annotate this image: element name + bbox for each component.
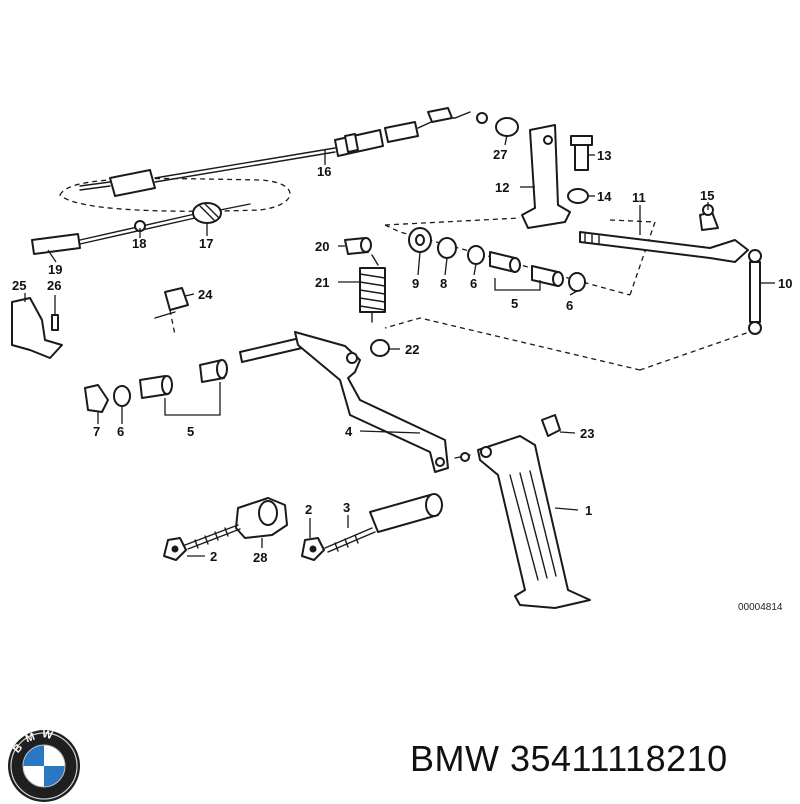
callout-26: 26 — [47, 278, 61, 293]
callout-20: 20 — [315, 239, 329, 254]
callout-22: 22 — [405, 342, 419, 357]
link-rod — [748, 249, 762, 335]
callout-14: 14 — [597, 189, 612, 204]
throttle-cable — [31, 107, 471, 255]
callout-25: 25 — [12, 278, 26, 293]
callout-5-lower: 5 — [187, 424, 194, 439]
pedal-stop — [163, 497, 288, 561]
bmw-roundel-icon: BMW — [8, 728, 80, 802]
callout-1: 1 — [585, 503, 592, 518]
pedal-clip — [541, 414, 561, 437]
callout-19: 19 — [48, 262, 62, 277]
bushing-row — [408, 227, 586, 292]
callout-13: 13 — [597, 148, 611, 163]
callout-28: 28 — [253, 550, 267, 565]
callout-6-lower: 6 — [117, 424, 124, 439]
bracket-assembly — [476, 112, 593, 229]
callout-6-upper-right: 6 — [566, 298, 573, 313]
callout-12: 12 — [495, 180, 509, 195]
diagram-reference-number: 00004814 — [738, 602, 783, 613]
callout-3: 3 — [343, 500, 350, 515]
pedal-adjuster — [301, 493, 443, 561]
callout-18: 18 — [132, 236, 146, 251]
lever-shaft — [579, 204, 749, 263]
callout-5-upper: 5 — [511, 296, 518, 311]
callout-10: 10 — [778, 276, 792, 291]
callout-23: 23 — [580, 426, 594, 441]
callout-9: 9 — [412, 276, 419, 291]
callout-2-lower-left: 2 — [210, 549, 217, 564]
callout-24: 24 — [198, 287, 213, 302]
callout-11: 11 — [632, 190, 646, 205]
callout-7: 7 — [93, 424, 100, 439]
callout-8: 8 — [440, 276, 447, 291]
callout-17: 17 — [199, 236, 213, 251]
lower-bushings — [84, 359, 228, 416]
callout-labels: 1 2 2 3 4 5 5 6 6 6 7 8 9 10 11 12 13 14… — [12, 147, 792, 613]
pedal-lever — [239, 331, 471, 473]
callout-6-upper-left: 6 — [470, 276, 477, 291]
mounting-bracket — [11, 287, 189, 359]
callout-21: 21 — [315, 275, 329, 290]
callout-2-middle: 2 — [305, 502, 312, 517]
accelerator-pedal — [477, 435, 591, 609]
part-number-caption: BMW 35411118210 — [410, 738, 728, 779]
callout-27: 27 — [493, 147, 507, 162]
callout-4: 4 — [345, 424, 353, 439]
leader-lines — [24, 134, 775, 557]
callout-15: 15 — [700, 188, 714, 203]
callout-16: 16 — [317, 164, 331, 179]
spring-assembly — [344, 237, 386, 323]
